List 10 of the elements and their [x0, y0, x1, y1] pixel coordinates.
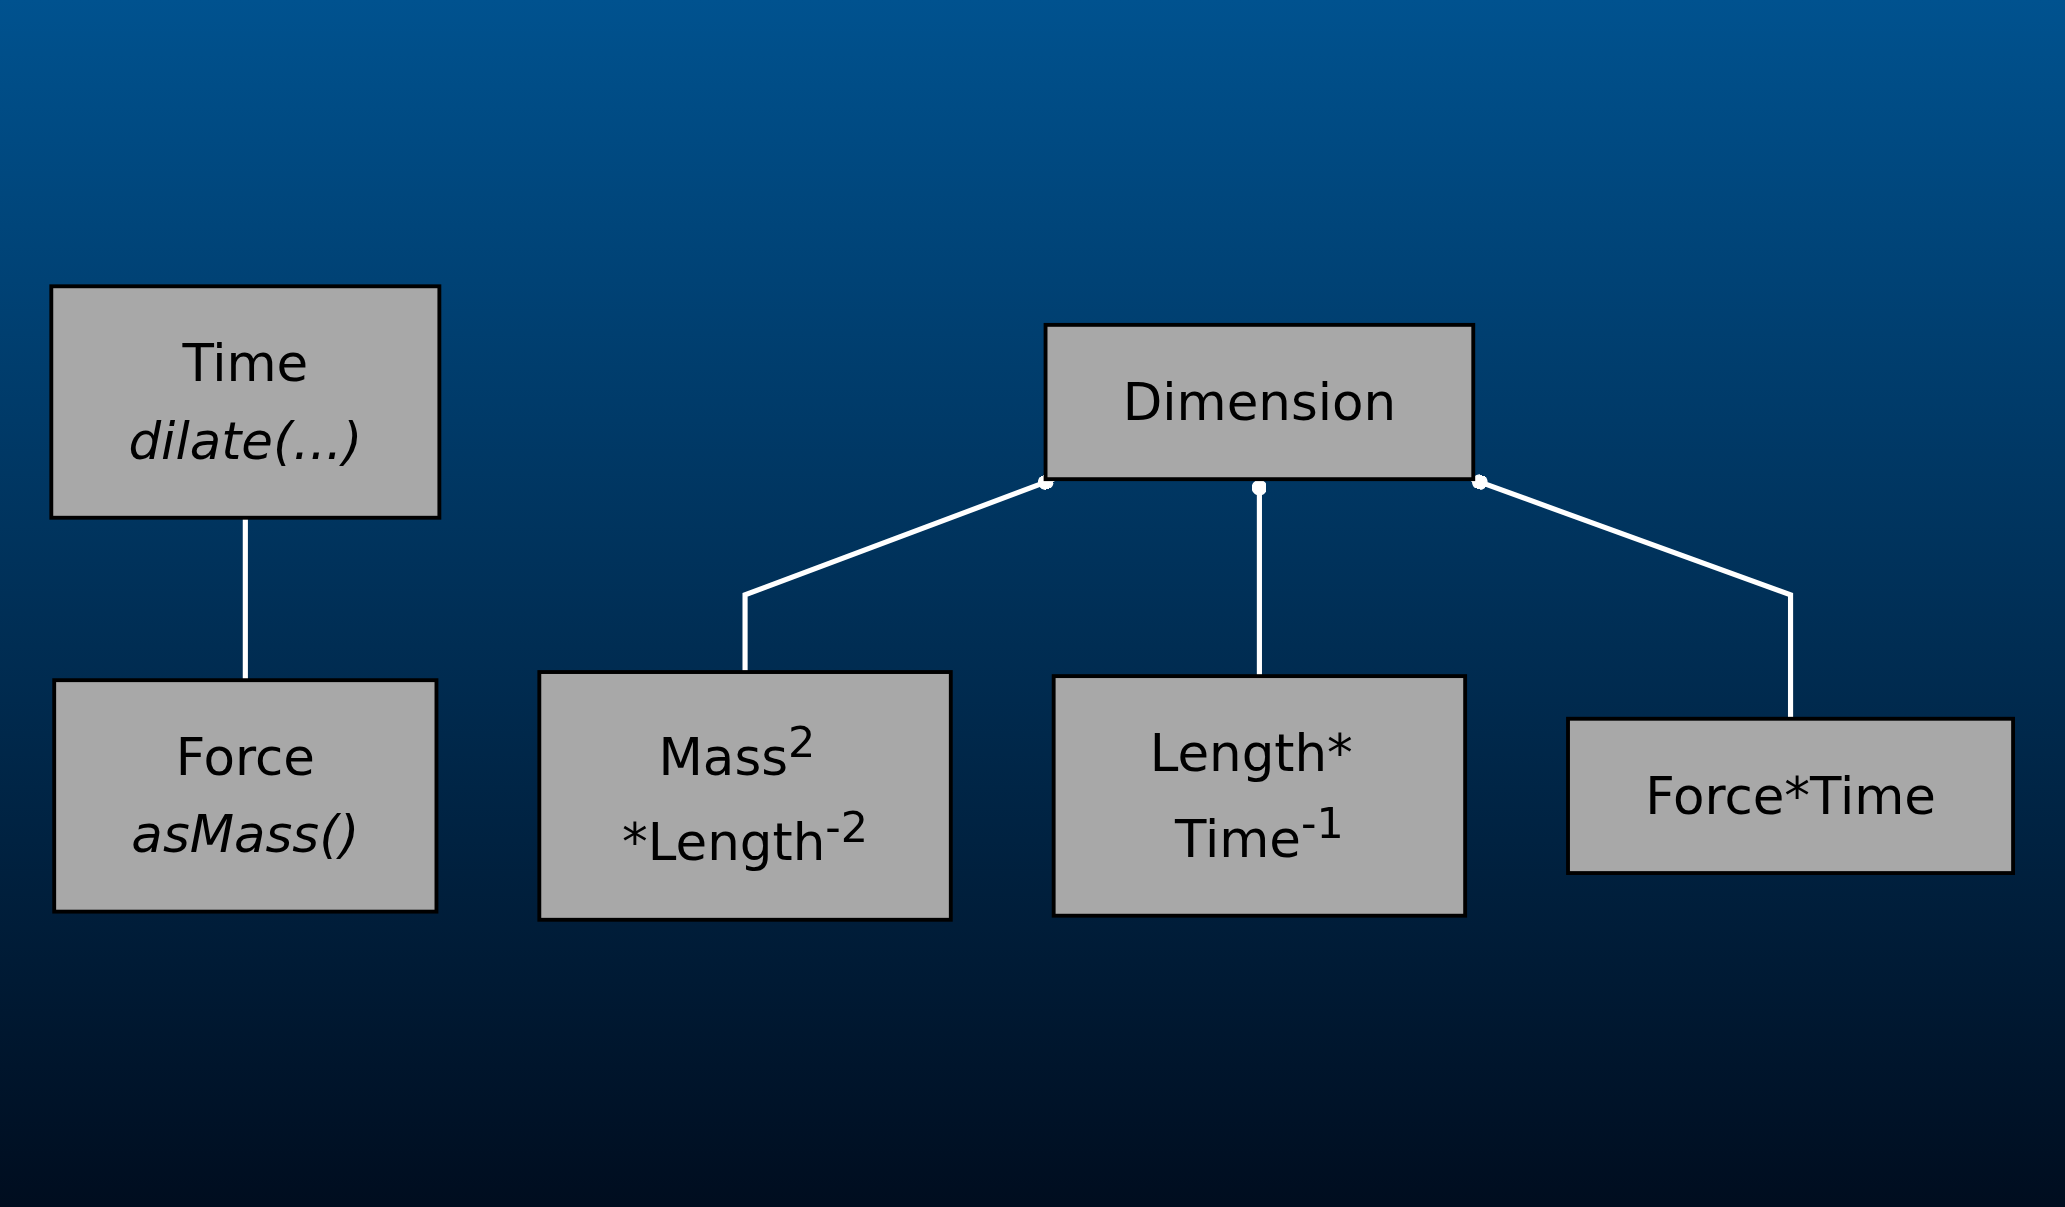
- node-box: Force asMass(): [52, 678, 439, 915]
- node-box: Force*Time: [1566, 717, 2016, 876]
- connector: [742, 474, 1055, 673]
- node-box: Length* Time$^{-1}$: [1052, 674, 1468, 919]
- node-box: Time dilate(...): [49, 284, 442, 521]
- connector: [243, 518, 249, 681]
- connector: [1471, 474, 1794, 720]
- node-box: Dimension: [1043, 323, 1476, 482]
- connector: [1251, 479, 1268, 677]
- node-box: Mass$^{2}$ *Length$^{-2}$: [537, 670, 954, 923]
